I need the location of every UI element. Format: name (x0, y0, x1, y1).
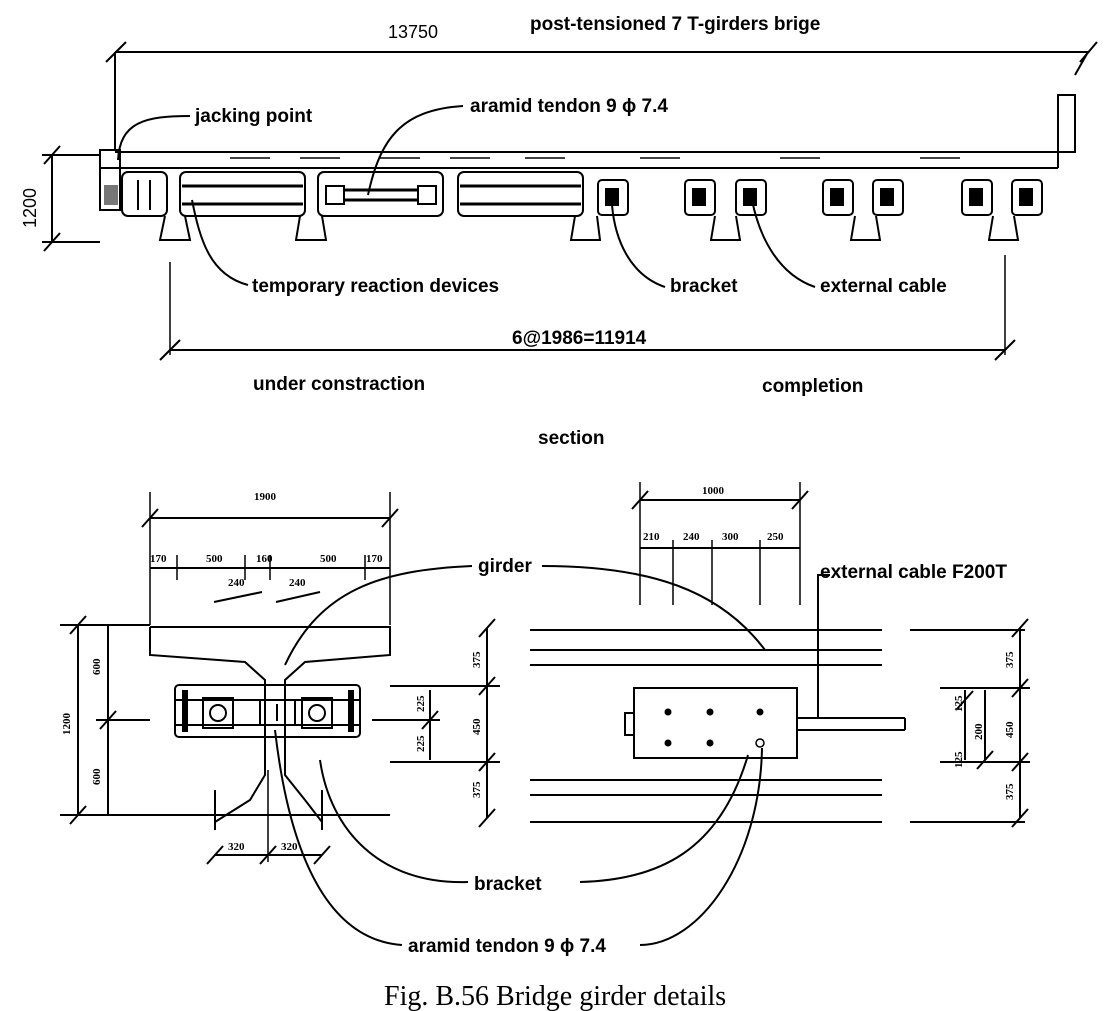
left-v375a: 375 (471, 651, 483, 668)
left-v225a: 225 (415, 695, 427, 712)
left-v225b: 225 (415, 735, 427, 752)
under-construction-label: under constraction (253, 374, 425, 395)
overall-dimension-line (105, 41, 1098, 150)
left-dim-240a: 240 (228, 577, 245, 589)
bracket-label-top: bracket (670, 276, 738, 297)
bracket-label-bottom: bracket (474, 874, 542, 895)
left-girder-detail: 1900 170 500 160 500 170 240 240 (60, 491, 500, 865)
left-dim-500b: 500 (320, 553, 337, 565)
left-width-1900: 1900 (254, 491, 277, 503)
spacing-dimension-label: 6@1986=11914 (512, 328, 647, 349)
cable-leader-top (751, 199, 816, 288)
right-v125a: 125 (953, 695, 965, 712)
left-dim-170a: 170 (150, 553, 167, 565)
right-v200: 200 (973, 723, 985, 740)
deck-slab (99, 94, 1076, 211)
temp-device-label: temporary reaction devices (252, 276, 499, 297)
spacing-dimension-line (159, 255, 1016, 361)
left-height-600a: 600 (91, 658, 103, 675)
right-v375a: 375 (1004, 651, 1016, 668)
jacking-point-label: jacking point (194, 106, 313, 127)
overall-dimension-label: 13750 (388, 22, 438, 42)
left-dim-240b: 240 (289, 577, 306, 589)
girder-label: girder (478, 556, 532, 577)
right-dim-300: 300 (722, 531, 739, 543)
tendon-label-bottom: aramid tendon 9 ϕ 7.4 (408, 936, 606, 957)
right-v375b: 375 (1004, 783, 1016, 800)
completion-label: completion (762, 376, 863, 397)
jacking-point-leader (117, 115, 191, 161)
height-dimension-label: 1200 (20, 188, 40, 228)
left-b320b: 320 (281, 841, 298, 853)
left-v375b: 375 (471, 781, 483, 798)
left-height-600b: 600 (91, 768, 103, 785)
right-dim-250: 250 (767, 531, 784, 543)
bracket-leader-top (611, 204, 666, 288)
left-dim-500a: 500 (206, 553, 223, 565)
bridge-title: post-tensioned 7 T-girders brige (530, 14, 820, 35)
tendon-leader (367, 105, 464, 196)
left-b320a: 320 (228, 841, 245, 853)
shared-leaders: girder bracket aramid tendon 9 ϕ 7.4 (274, 556, 766, 957)
right-width-1000: 1000 (702, 485, 725, 497)
left-dim-170b: 170 (366, 553, 383, 565)
right-v450: 450 (1004, 721, 1016, 738)
temp-device-leader (191, 199, 249, 286)
cable-label-top: external cable (820, 276, 947, 297)
height-dimension-line (42, 145, 100, 252)
right-dim-240: 240 (683, 531, 700, 543)
top-section-view: 13750 post-tensioned 7 T-girders brige (20, 14, 1098, 449)
right-cable-label: external cable F200T (820, 562, 1007, 583)
figure-caption: Fig. B.56 Bridge girder details (384, 981, 726, 1011)
tendon-label-top: aramid tendon 9 ϕ 7.4 (470, 96, 668, 117)
right-dim-210: 210 (643, 531, 660, 543)
section-label: section (538, 428, 605, 449)
left-v450: 450 (471, 718, 483, 735)
girders-under-construction (121, 171, 602, 241)
girders-completed (597, 179, 1043, 241)
left-height-1200: 1200 (61, 713, 73, 736)
right-girder-detail: 1000 210 240 300 250 external cable F200… (530, 482, 1030, 828)
right-v125b: 125 (953, 751, 965, 768)
left-dim-160: 160 (256, 553, 273, 565)
